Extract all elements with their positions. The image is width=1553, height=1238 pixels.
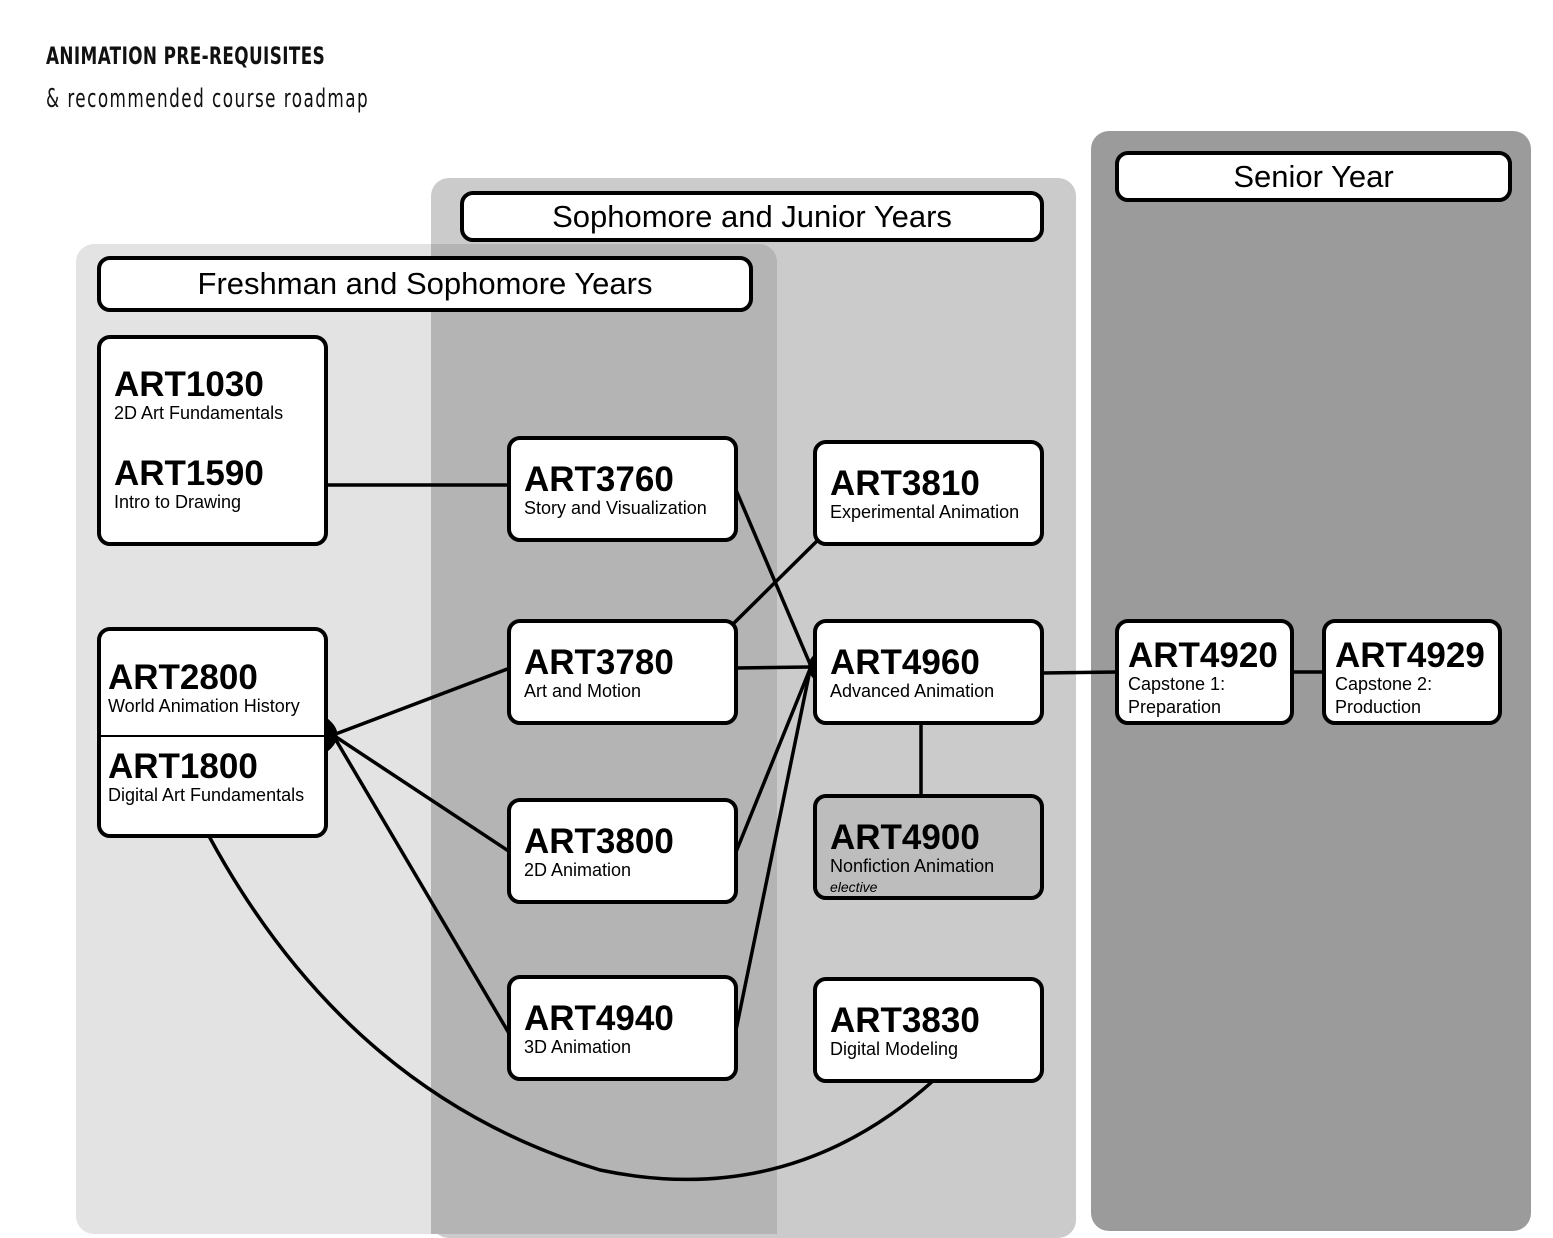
- course-name-art4900: Nonfiction Animation: [830, 856, 995, 876]
- senior-header: Senior Year: [1115, 151, 1512, 202]
- link-art1800-art3830: [208, 836, 936, 1182]
- course-name-art3760: Story and Visualization: [524, 498, 707, 518]
- course-code-art1590: ART1590: [114, 454, 264, 493]
- course-code-art3810: ART3810: [830, 464, 980, 503]
- course-name-art4929-line1: Capstone 2:: [1335, 674, 1433, 694]
- course-card-art4960[interactable]: ART4960 Advanced Animation: [813, 619, 1044, 725]
- course-name-art3830: Digital Modeling: [830, 1039, 959, 1059]
- course-name-art3780: Art and Motion: [524, 681, 642, 701]
- course-name-art1030: 2D Art Fundamentals: [114, 403, 284, 423]
- link-art3780-art4960: [734, 665, 812, 670]
- course-card-art2800-art1800[interactable]: ART2800 World Animation History ART1800 …: [97, 627, 328, 838]
- course-card-art3800[interactable]: ART3800 2D Animation: [507, 798, 738, 904]
- link-art3760-art4960: [734, 488, 812, 666]
- course-card-art3830[interactable]: ART3830 Digital Modeling: [813, 977, 1044, 1083]
- course-code-art3830: ART3830: [830, 1001, 980, 1040]
- junction-art2800-art1800: [327, 718, 338, 752]
- course-code-art4900: ART4900: [830, 818, 980, 857]
- link-art3800-art4960: [734, 667, 812, 854]
- link-art4960-art4920: [1040, 670, 1120, 675]
- course-name-art4920-line1: Capstone 1:: [1128, 674, 1226, 694]
- course-code-art4960: ART4960: [830, 643, 980, 682]
- course-card-art3780[interactable]: ART3780 Art and Motion: [507, 619, 738, 725]
- course-card-art4940[interactable]: ART4940 3D Animation: [507, 975, 738, 1081]
- link-art3780-art3810: [731, 538, 820, 626]
- freshman-sophomore-header: Freshman and Sophomore Years: [97, 256, 753, 312]
- course-divider: [101, 735, 324, 737]
- course-code-art1800: ART1800: [108, 747, 258, 786]
- course-name-art3800: 2D Animation: [524, 860, 632, 880]
- link-art2800-art3780: [331, 666, 512, 737]
- prerequisite-connectors: [208, 483, 1327, 1182]
- course-card-art4900[interactable]: ART4900 Nonfiction Animation elective: [813, 794, 1044, 900]
- course-name-art4929-line2: Production: [1335, 697, 1422, 717]
- sophomore-junior-header: Sophomore and Junior Years: [460, 191, 1044, 242]
- course-code-art3780: ART3780: [524, 643, 674, 682]
- page-subtitle: & recommended course roadmap: [46, 84, 370, 114]
- link-art2800-art3800: [331, 733, 512, 854]
- course-name-art4940: 3D Animation: [524, 1037, 632, 1057]
- elective-label: elective: [830, 879, 878, 895]
- course-code-art4920: ART4920: [1128, 636, 1278, 675]
- course-card-art1030-art1590[interactable]: ART1030 2D Art Fundamentals ART1590 Intr…: [97, 335, 328, 546]
- course-code-art4940: ART4940: [524, 999, 674, 1038]
- course-name-art2800: World Animation History: [108, 696, 300, 716]
- course-name-art4960: Advanced Animation: [830, 681, 995, 701]
- course-card-art3810[interactable]: ART3810 Experimental Animation: [813, 440, 1044, 546]
- course-name-art4920-line2: Preparation: [1128, 697, 1222, 717]
- course-card-art4920[interactable]: ART4920 Capstone 1: Preparation: [1115, 619, 1294, 725]
- course-name-art3810: Experimental Animation: [830, 502, 1020, 522]
- link-art4940-art4960: [734, 668, 812, 1032]
- course-name-art1800: Digital Art Fundamentals: [108, 785, 305, 805]
- course-code-art1030: ART1030: [114, 365, 264, 404]
- course-card-art3760[interactable]: ART3760 Story and Visualization: [507, 436, 738, 542]
- course-code-art3760: ART3760: [524, 460, 674, 499]
- course-card-art4929[interactable]: ART4929 Capstone 2: Production: [1322, 619, 1502, 725]
- course-code-art4929: ART4929: [1335, 636, 1485, 675]
- course-code-art2800: ART2800: [108, 658, 258, 697]
- link-art2800-art4940: [331, 733, 512, 1037]
- course-code-art3800: ART3800: [524, 822, 674, 861]
- course-name-art1590: Intro to Drawing: [114, 492, 242, 512]
- page-title: ANIMATION PRE-REQUISITES: [46, 42, 326, 70]
